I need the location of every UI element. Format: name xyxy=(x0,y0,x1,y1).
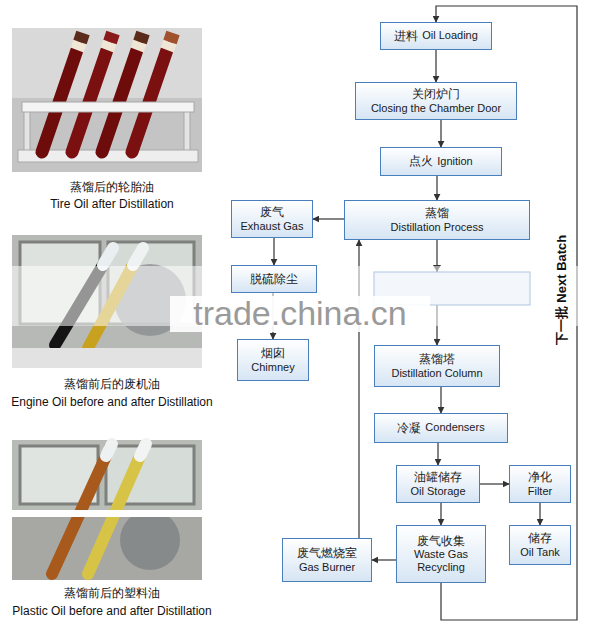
box-label-zh: 脱硫除尘 xyxy=(250,272,298,286)
flow-arrow xyxy=(440,387,441,413)
box-label-zh: 关闭炉门 xyxy=(412,87,460,101)
photo-gap xyxy=(12,510,202,517)
tube-label xyxy=(137,42,140,50)
tube-glass xyxy=(106,444,112,456)
flow-arrow xyxy=(273,238,274,265)
box-label-zh: 烟囱 xyxy=(261,346,285,360)
flow-arrow xyxy=(539,503,540,525)
box-label-en: Filter xyxy=(528,485,552,498)
tube-cap xyxy=(140,33,143,42)
box-label-en: Chimney xyxy=(251,361,294,374)
flow-arrow xyxy=(372,559,396,560)
tube-glass xyxy=(140,444,146,456)
box-label-en: Closing the Chamber Door xyxy=(371,102,501,115)
process-box: 点火 Ignition xyxy=(380,147,502,176)
process-box: 油罐储存Oil Storage xyxy=(396,465,480,503)
process-box: 净化Filter xyxy=(509,465,571,503)
tube-glass xyxy=(133,248,143,265)
box-label-en: Oil Storage xyxy=(410,485,465,498)
process-box: 废气Exhaust Gas xyxy=(231,200,313,238)
plastic-oil-photo xyxy=(12,440,202,580)
process-box: 储存Oil Tank xyxy=(509,525,571,565)
flow-arrow xyxy=(435,50,436,82)
tube-glass xyxy=(103,248,113,265)
flow-arrow xyxy=(440,120,441,147)
box-label-en: Waste Gas Recycling xyxy=(403,548,479,574)
flow-arrow xyxy=(436,176,437,200)
rack-bar xyxy=(22,102,194,112)
process-box: 关闭炉门Closing the Chamber Door xyxy=(355,82,517,120)
tube-cap xyxy=(110,33,113,42)
process-box: 蒸馏Distillation Process xyxy=(344,200,530,240)
box-label-zh: 储存 xyxy=(528,531,552,545)
tube-cap xyxy=(170,33,173,42)
process-box: 废气燃烧室Gas Burner xyxy=(282,538,372,582)
process-box: 蒸馏塔Distillation Column xyxy=(374,345,500,387)
stand-disk xyxy=(120,510,180,570)
flow-arrow xyxy=(313,218,344,219)
photo-caption: Tire Oil after Distillation xyxy=(2,197,222,213)
box-label-zh: 废气燃烧室 xyxy=(297,546,357,560)
sill xyxy=(12,348,202,368)
box-label-zh: 油罐储存 xyxy=(414,470,462,484)
photo-caption: 蒸馏前后的废机油 xyxy=(2,377,222,393)
test-tube xyxy=(132,47,168,152)
rack-leg xyxy=(184,108,190,152)
photo-ground xyxy=(12,440,202,510)
box-label-zh: 蒸馏塔 xyxy=(419,352,455,366)
box-label-zh: 点火 xyxy=(409,154,433,168)
tube-label xyxy=(167,42,170,50)
tire-oil-photo xyxy=(12,28,202,172)
photo-caption: 蒸馏前后的塑料油 xyxy=(2,586,222,602)
photo-caption: Engine Oil before and after Distillation xyxy=(2,395,222,411)
box-label-en: Distillation Column xyxy=(391,367,482,380)
process-box: 冷凝 Condensers xyxy=(374,413,508,443)
box-label-en: Oil Tank xyxy=(520,546,560,559)
process-box: 烟囱Chimney xyxy=(237,339,309,381)
box-label-zh: 蒸馏 xyxy=(425,206,449,220)
process-box: 脱硫除尘 xyxy=(231,265,317,293)
box-label-en: Exhaust Gas xyxy=(241,220,304,233)
box-label-en: Gas Burner xyxy=(299,561,355,574)
process-box: 废气收集Waste Gas Recycling xyxy=(396,525,486,583)
box-label-en: Oil Loading xyxy=(422,29,478,42)
tube-label xyxy=(77,42,80,50)
box-label-zh: 净化 xyxy=(528,470,552,484)
flow-arrow xyxy=(480,483,509,484)
box-label-zh: 废气 xyxy=(260,205,284,219)
flow-arrow xyxy=(437,443,438,465)
process-box: 进料 Oil Loading xyxy=(380,22,492,50)
box-label-en: Distillation Process xyxy=(391,221,484,234)
tube-label xyxy=(107,42,110,50)
edge-label: 下一批 Next Batch xyxy=(553,233,571,348)
box-label-zh: 冷凝 xyxy=(397,421,421,435)
box-label-en: Ignition xyxy=(437,155,472,168)
photo-caption: 蒸馏后的轮胎油 xyxy=(2,180,222,196)
photo-ground xyxy=(12,28,202,172)
rack-leg xyxy=(24,108,30,152)
watermark: trade.china.cn xyxy=(170,296,430,332)
photo-caption: Plastic Oil before and after Distillatio… xyxy=(2,604,222,620)
tube-cap xyxy=(80,33,83,42)
box-label-zh: 进料 xyxy=(394,29,418,43)
box-label-en: Condensers xyxy=(425,421,484,434)
flow-arrow xyxy=(440,503,441,525)
box-label-zh: 废气收集 xyxy=(417,534,465,548)
